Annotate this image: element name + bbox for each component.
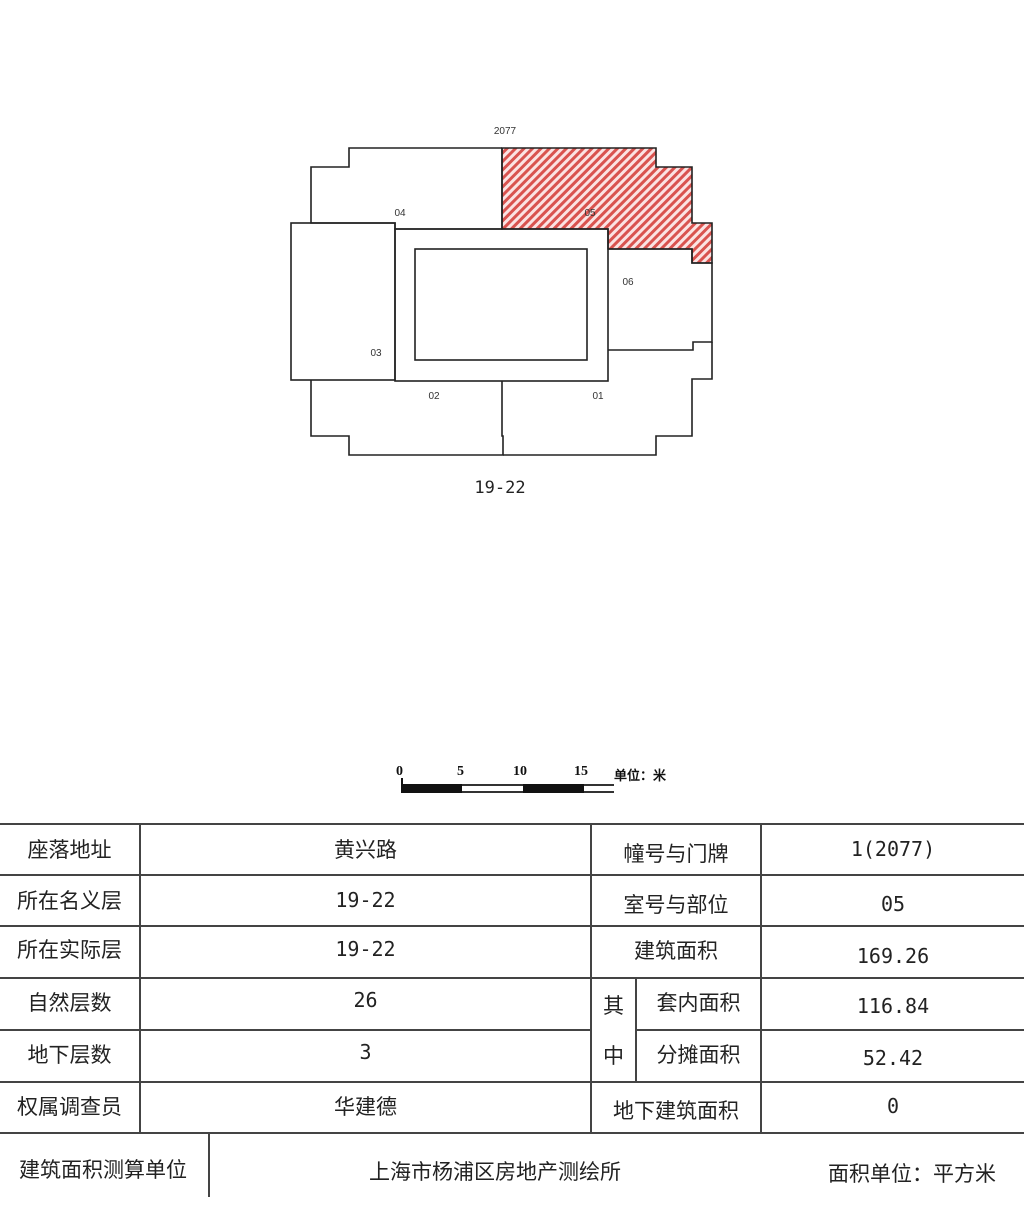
scale-unit-label: 单位：米	[614, 769, 667, 784]
floor-plan: 2077 04 05 06 03 02 01	[290, 126, 713, 456]
table-line	[636, 1029, 1024, 1031]
label-building-area: 建筑面积	[634, 939, 718, 963]
label-location: 座落地址	[27, 837, 112, 862]
room-label-02: 02	[428, 391, 440, 402]
room-label-04: 04	[394, 208, 406, 219]
value-building-number: 1(2077)	[850, 836, 936, 861]
room-01-outline	[503, 342, 713, 456]
table-line	[0, 1081, 1024, 1083]
scale-segment	[584, 784, 614, 793]
value-building-area: 169.26	[856, 944, 930, 968]
building-number-label: 2077	[494, 126, 517, 137]
label-survey-unit: 建筑面积测算单位	[19, 1158, 187, 1182]
table-line	[0, 1132, 1024, 1134]
room-label-03: 03	[370, 348, 382, 359]
label-underground-area: 地下建筑面积	[613, 1099, 739, 1123]
scale-segment	[401, 784, 462, 793]
table-line	[139, 823, 141, 1133]
table-line	[208, 1133, 210, 1197]
value-actual-floor: 19-22	[335, 937, 396, 961]
scale-tick-15: 15	[574, 764, 588, 779]
label-shared-area: 分摊面积	[656, 1043, 741, 1067]
value-room-number: 05	[880, 891, 906, 916]
scale-tick-10: 10	[513, 764, 527, 779]
value-survey-unit: 上海市杨浦区房地产测绘所	[369, 1160, 621, 1184]
table-line	[635, 977, 637, 1081]
label-of-which-bottom: 中	[603, 1044, 624, 1068]
label-inner-area: 套内面积	[656, 991, 741, 1015]
room-06-outline	[608, 248, 713, 351]
label-room-number: 室号与部位	[623, 892, 729, 917]
value-underground-area: 0	[886, 1094, 900, 1118]
table-line	[0, 1029, 591, 1031]
survey-unit-row: 建筑面积测算单位 上海市杨浦区房地产测绘所 面积单位：平方米	[0, 1133, 1024, 1197]
label-of-which-top: 其	[603, 994, 624, 1018]
label-natural-floors: 自然层数	[27, 991, 112, 1015]
table-line	[0, 977, 1024, 979]
property-info-table: 座落地址 黄兴路 幢号与门牌 1(2077) 所在名义层 19-22 室号与部位…	[0, 823, 1024, 1134]
scale-segment	[523, 784, 584, 793]
label-surveyor: 权属调查员	[17, 1095, 122, 1119]
value-natural-floors: 26	[353, 988, 378, 1012]
value-underground-floors: 3	[359, 1040, 372, 1064]
floor-caption: 19-22	[474, 478, 526, 498]
table-line	[590, 823, 592, 1133]
table-line	[760, 823, 762, 1133]
table-line	[0, 925, 1024, 927]
value-nominal-floor: 19-22	[335, 887, 396, 912]
room-label-01: 01	[592, 391, 604, 402]
core-outer	[394, 228, 609, 382]
label-nominal-floor: 所在名义层	[17, 888, 122, 913]
room-label-05: 05	[584, 208, 596, 219]
scale-bar: 0 5 10 15 单位：米	[396, 764, 696, 798]
core-inner	[414, 248, 588, 361]
value-shared-area: 52.42	[862, 1046, 924, 1070]
value-inner-area: 116.84	[856, 994, 930, 1018]
area-unit-note: 面积单位：平方米	[828, 1162, 996, 1186]
room-02-outline	[310, 380, 504, 456]
room-label-06: 06	[622, 277, 634, 288]
label-underground-floors: 地下层数	[27, 1043, 112, 1067]
scale-tick-5: 5	[457, 764, 464, 779]
value-location: 黄兴路	[334, 837, 397, 862]
room-05-area	[501, 147, 713, 264]
table-line	[0, 823, 1024, 825]
scale-segment	[462, 784, 523, 793]
label-building-number: 幢号与门牌	[623, 841, 729, 866]
room-04-outline	[310, 147, 503, 230]
value-surveyor: 华建德	[334, 1095, 397, 1119]
scale-stem	[401, 778, 403, 786]
label-actual-floor: 所在实际层	[17, 938, 122, 962]
scale-tick-0: 0	[396, 764, 403, 779]
table-line	[0, 874, 1024, 876]
